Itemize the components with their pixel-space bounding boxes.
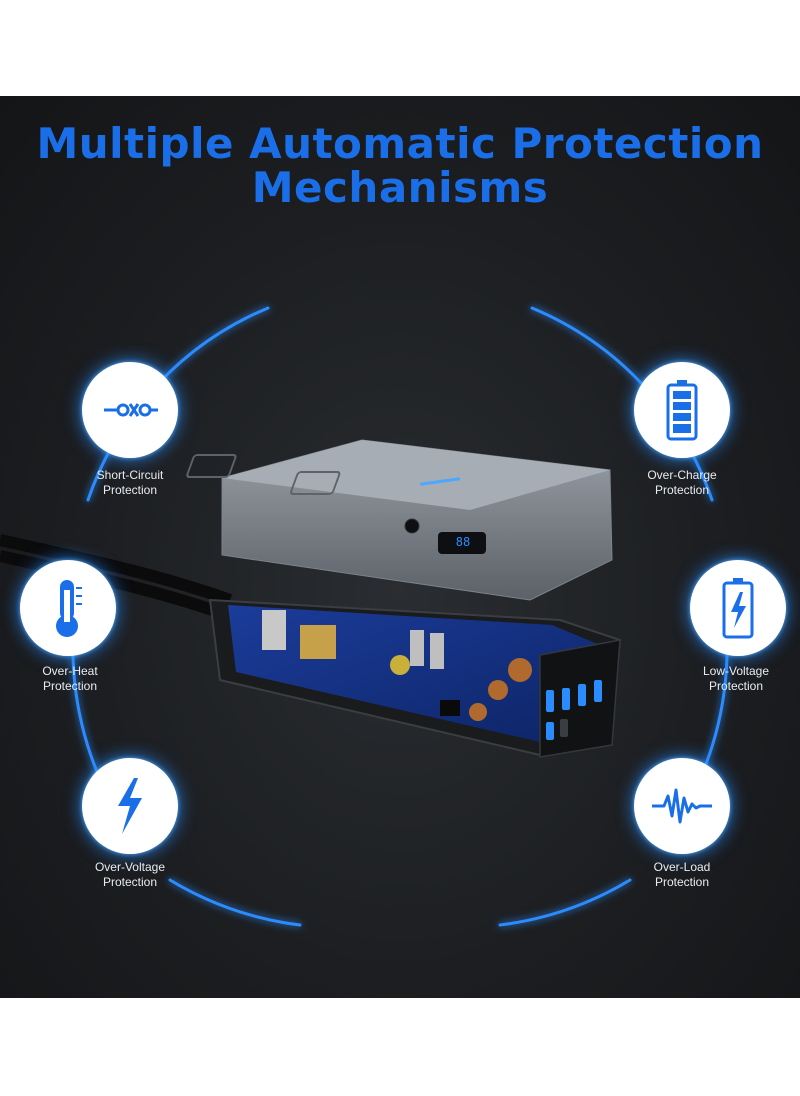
battery-charging-icon bbox=[722, 578, 754, 639]
title-line-1: Multiple Automatic Protection bbox=[36, 119, 764, 168]
over-voltage-badge bbox=[82, 758, 178, 854]
low-voltage-label: Low-Voltage Protection bbox=[702, 664, 770, 693]
lightning-icon bbox=[118, 778, 142, 834]
lcd-display-reading: 88 bbox=[455, 535, 471, 549]
over-charge-label: Over-Charge Protection bbox=[647, 468, 717, 497]
over-charge-badge bbox=[634, 362, 730, 458]
short-circuit-badge bbox=[82, 362, 178, 458]
over-heat-badge bbox=[20, 560, 116, 656]
over-load-badge bbox=[634, 758, 730, 854]
battery-full-icon bbox=[666, 380, 698, 441]
over-load-label: Over-Load Protection bbox=[653, 860, 711, 889]
page-title: Multiple Automatic Protection Mechanisms bbox=[0, 122, 800, 210]
waveform-icon bbox=[652, 788, 712, 824]
short-circuit-label: Short-Circuit Protection bbox=[96, 468, 164, 497]
short-circuit-icon bbox=[104, 403, 158, 417]
over-voltage-label: Over-Voltage Protection bbox=[94, 860, 166, 889]
low-voltage-badge bbox=[690, 560, 786, 656]
title-line-2: Mechanisms bbox=[251, 163, 549, 212]
over-heat-label: Over-Heat Protection bbox=[42, 664, 98, 693]
thermometer-icon bbox=[56, 580, 82, 637]
